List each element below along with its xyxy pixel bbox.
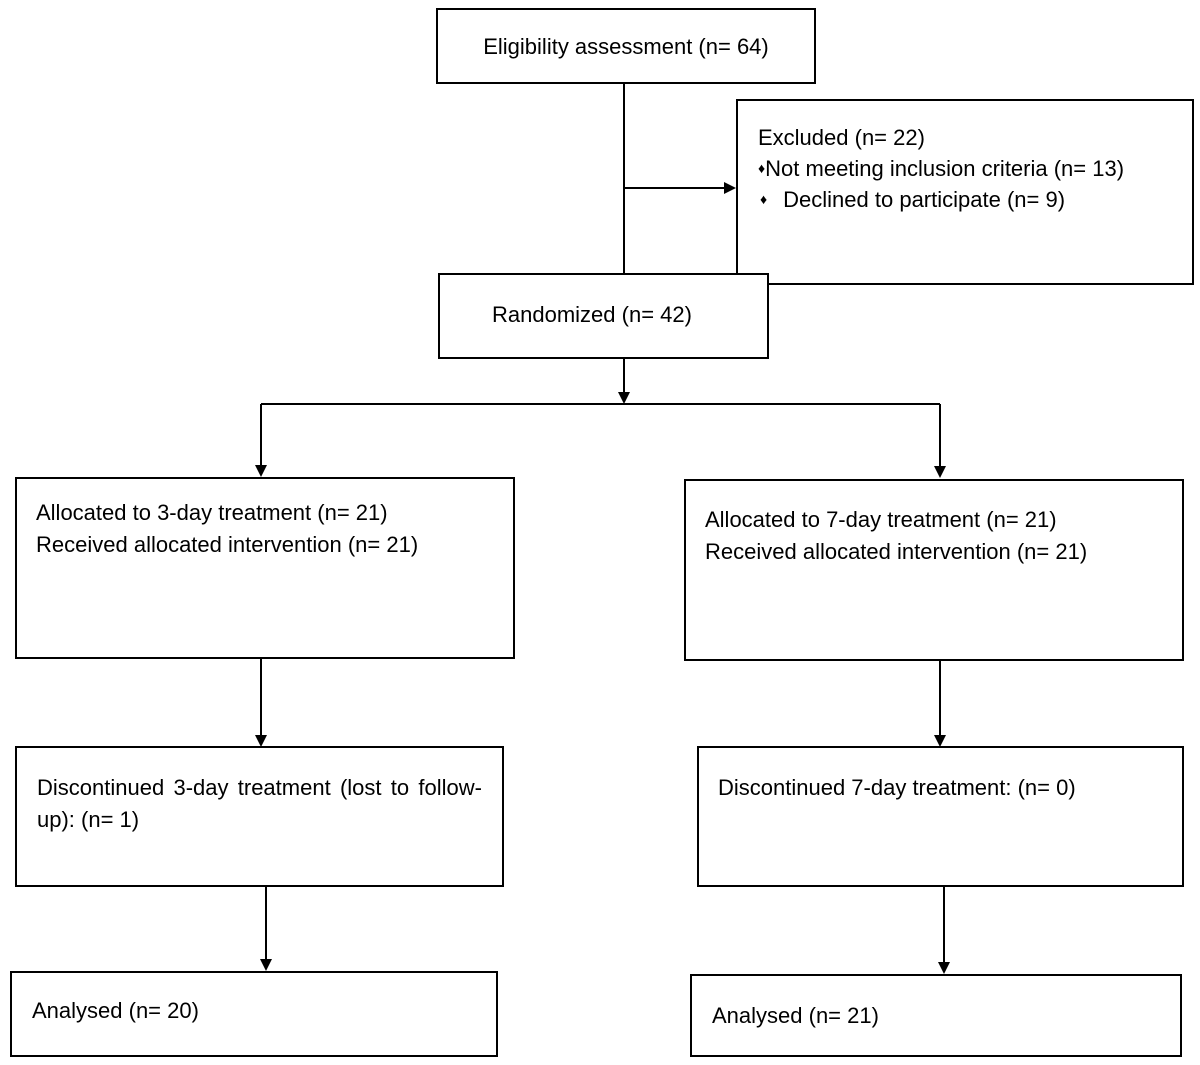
left-analysed-box: Analysed (n= 20)	[10, 971, 498, 1057]
excluded-reason-1: ♦Not meeting inclusion criteria (n= 13)	[758, 153, 1192, 184]
left-allocation-line2: Received allocated intervention (n= 21)	[36, 532, 419, 557]
excluded-box: Excluded (n= 22) ♦Not meeting inclusion …	[736, 99, 1194, 285]
right-analysed-box: Analysed (n= 21)	[690, 974, 1182, 1057]
left-discontinued-box: Discontinued 3-day treatment (lost to fo…	[15, 746, 504, 887]
right-allocation-line1: Allocated to 7-day treatment (n= 21)	[705, 507, 1057, 532]
excluded-reason-2-text: Declined to participate (n= 9)	[783, 187, 1066, 212]
excluded-reason-2: ♦ Declined to participate (n= 9)	[758, 184, 1192, 215]
left-allocation-box: Allocated to 3-day treatment (n= 21) Rec…	[15, 477, 515, 659]
right-allocation-box: Allocated to 7-day treatment (n= 21) Rec…	[684, 479, 1184, 661]
right-discontinued-text: Discontinued 7-day treatment: (n= 0)	[718, 775, 1076, 800]
left-analysed-text: Analysed (n= 20)	[32, 998, 199, 1023]
excluded-reason-1-text: Not meeting inclusion criteria (n= 13)	[765, 156, 1125, 181]
eligibility-text: Eligibility assessment (n= 64)	[483, 34, 769, 59]
randomized-box: Randomized (n= 42)	[438, 273, 769, 359]
randomized-text: Randomized (n= 42)	[492, 302, 692, 327]
left-discontinued-text: Discontinued 3-day treatment (lost to fo…	[37, 775, 482, 832]
left-allocation-line1: Allocated to 3-day treatment (n= 21)	[36, 500, 388, 525]
right-allocation-line2: Received allocated intervention (n= 21)	[705, 539, 1088, 564]
diamond-bullet-icon: ♦	[760, 191, 768, 207]
diamond-bullet-icon: ♦	[758, 160, 766, 176]
excluded-title: Excluded (n= 22)	[758, 125, 925, 150]
right-discontinued-box: Discontinued 7-day treatment: (n= 0)	[697, 746, 1184, 887]
eligibility-box: Eligibility assessment (n= 64)	[436, 8, 816, 84]
right-analysed-text: Analysed (n= 21)	[712, 1003, 879, 1028]
